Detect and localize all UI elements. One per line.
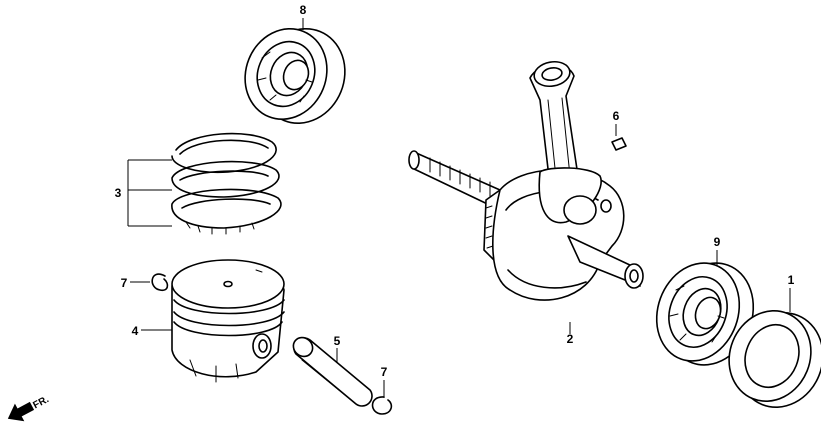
label-part-8: 8 (300, 3, 307, 17)
piston-pin-clip-part-7b (371, 396, 393, 415)
label-part-4: 4 (132, 324, 139, 338)
crankshaft-part-2 (408, 60, 644, 301)
label-part-7b: 7 (381, 365, 388, 379)
leader-lines (127, 18, 791, 398)
label-part-5: 5 (334, 334, 341, 348)
oil-seal-part-1 (728, 309, 821, 409)
bearing-top-part-8 (244, 27, 346, 125)
arrow-left-icon (7, 401, 35, 422)
label-part-6: 6 (613, 109, 620, 123)
woodruff-key-part-6 (611, 137, 627, 151)
front-label: FR. (31, 394, 51, 411)
piston-pin-part-5 (292, 336, 373, 407)
label-part-3: 3 (115, 186, 122, 200)
piston-pin-clip-part-7a (151, 273, 169, 292)
piston-rings-part-3 (171, 132, 282, 235)
front-direction-indicator: FR. (7, 394, 51, 422)
label-part-1: 1 (788, 273, 795, 287)
piston-part-4 (171, 259, 285, 383)
label-part-7a: 7 (121, 276, 128, 290)
label-part-2: 2 (567, 332, 574, 346)
bearing-right-part-9 (655, 262, 755, 366)
label-part-9: 9 (714, 235, 721, 249)
